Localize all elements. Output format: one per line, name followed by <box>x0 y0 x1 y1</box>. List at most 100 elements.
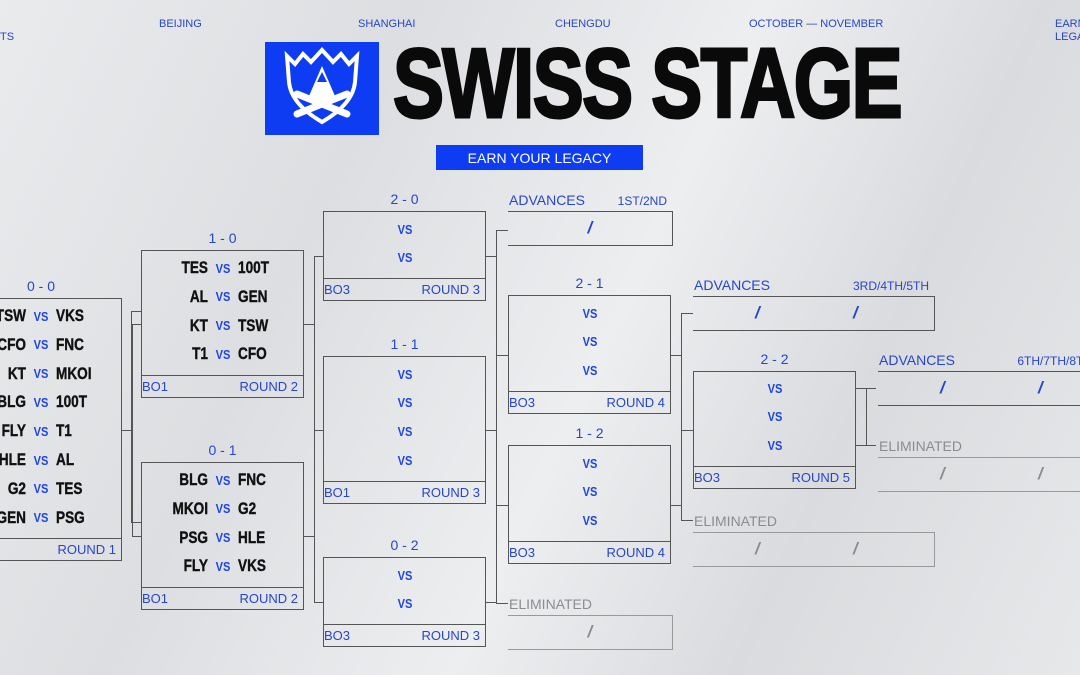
match-row[interactable]: VS <box>693 406 856 428</box>
date-range: OCTOBER — NOVEMBER <box>749 18 884 30</box>
vs-label: VS <box>397 366 412 382</box>
vs-label: VS <box>33 308 49 324</box>
match-row[interactable]: VS <box>323 363 486 385</box>
vs-label: VS <box>397 395 412 411</box>
team-right: VKS <box>56 306 84 325</box>
match-row[interactable]: VS <box>323 247 486 269</box>
record-title: 2 - 0 <box>390 191 419 207</box>
match-row[interactable]: VS <box>693 377 856 399</box>
connector-line <box>856 445 876 446</box>
format-label: BO3 <box>324 282 351 298</box>
result-slot-box <box>878 457 1080 492</box>
vs-label: VS <box>582 455 597 471</box>
team-slot-separator: / <box>1038 464 1043 483</box>
result-slot-box <box>693 532 935 567</box>
vs-label: VS <box>215 289 230 305</box>
footer-divider <box>323 480 486 482</box>
record-title: 0 - 2 <box>390 537 419 553</box>
round-box <box>323 211 486 302</box>
match-row[interactable]: VS <box>508 360 671 382</box>
team-left: G2 <box>7 478 26 498</box>
match-row[interactable]: VS <box>323 421 486 443</box>
match-row[interactable]: GENVSPSG <box>0 507 122 529</box>
team-left: KT <box>7 363 26 383</box>
match-row[interactable]: VS <box>508 481 671 503</box>
places-label: 3RD/4TH/5TH <box>852 279 929 293</box>
match-row[interactable]: VS <box>323 593 486 615</box>
vs-label: VS <box>215 501 230 517</box>
match-row[interactable]: VS <box>323 218 486 240</box>
trophy-icon <box>284 47 360 125</box>
vs-label: VS <box>767 438 782 454</box>
vs-label: VS <box>215 472 230 488</box>
footer-divider <box>323 624 486 626</box>
vs-label: VS <box>215 346 230 362</box>
connector-line <box>486 602 496 604</box>
team-left: FLY <box>1 421 26 441</box>
team-slot-separator: / <box>940 378 945 397</box>
match-row[interactable]: VS <box>323 392 486 414</box>
format-label: BO3 <box>509 395 536 410</box>
team-right: T1 <box>56 421 72 441</box>
connector-line <box>131 311 141 312</box>
vs-label: VS <box>767 380 782 396</box>
result-slot-box <box>693 296 935 331</box>
round-box <box>0 298 122 561</box>
footer-divider <box>323 278 486 280</box>
footer-divider <box>693 466 856 467</box>
format-label: BO1 <box>324 484 351 500</box>
round-label: ROUND 1 <box>57 542 116 557</box>
result-slot-box <box>878 371 1080 406</box>
footer-divider <box>0 538 122 539</box>
vs-label: VS <box>582 513 597 529</box>
tagline-fragment: EARN <box>1055 18 1080 30</box>
team-left: T1 <box>191 344 208 364</box>
connector-line <box>671 504 681 506</box>
team-left: FLY <box>183 556 208 576</box>
connector-line <box>314 429 315 603</box>
match-row[interactable]: TSWVSVKS <box>0 305 122 327</box>
vs-label: VS <box>33 366 49 382</box>
footer-divider <box>508 541 671 542</box>
team-slot-separator: / <box>853 303 858 322</box>
match-row[interactable]: VS <box>508 510 671 532</box>
vs-label: VS <box>582 305 597 321</box>
location-label: TS <box>0 31 15 43</box>
match-row[interactable]: VS <box>508 302 671 324</box>
team-slot-separator: / <box>940 464 945 483</box>
match-row[interactable]: VS <box>323 449 486 471</box>
connector-line <box>681 520 693 521</box>
connector-line <box>131 311 132 523</box>
tagline-fragment: LEGA <box>1055 31 1080 43</box>
round-label: ROUND 3 <box>421 484 480 500</box>
vs-label: VS <box>397 596 412 612</box>
round-label: ROUND 5 <box>791 470 850 485</box>
team-right: TES <box>56 478 83 498</box>
match-row[interactable]: VS <box>508 452 671 474</box>
team-slot-separator: / <box>755 539 760 558</box>
match-row[interactable]: VS <box>508 331 671 353</box>
connector-line <box>314 602 323 604</box>
team-right: AL <box>56 450 75 469</box>
result-slot-box <box>508 615 673 650</box>
round-box <box>508 445 671 564</box>
match-row[interactable]: VS <box>693 435 856 457</box>
match-row[interactable]: VS <box>323 564 486 586</box>
connector-line <box>496 354 508 356</box>
round-box <box>141 462 304 610</box>
connector-line <box>314 256 323 258</box>
